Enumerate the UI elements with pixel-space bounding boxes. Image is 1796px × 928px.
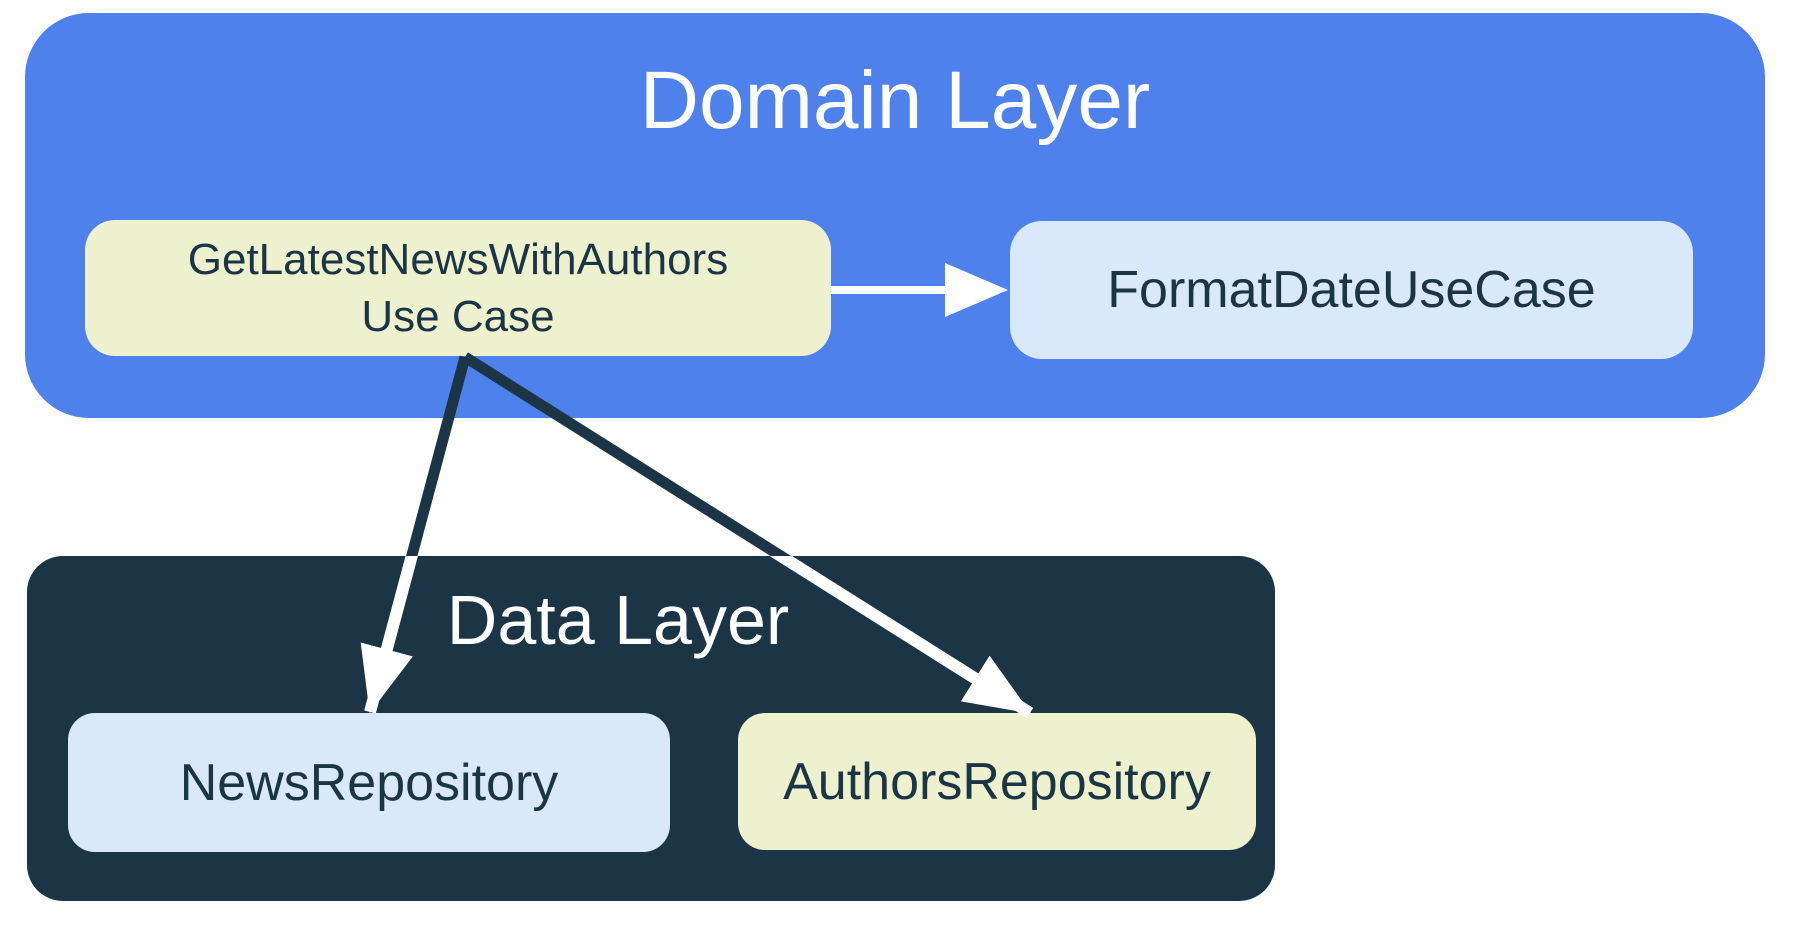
data-layer-title: Data Layer: [446, 581, 790, 659]
node-label: GetLatestNewsWithAuthors Use Case: [187, 235, 729, 341]
node-news-repository: NewsRepository: [68, 713, 670, 852]
node-label: FormatDateUseCase: [1107, 261, 1596, 319]
node-label: NewsRepository: [179, 753, 559, 812]
node-authors-repository: AuthorsRepository: [738, 713, 1256, 850]
node-get-latest-news-with-authors-use-case: GetLatestNewsWithAuthors Use Case: [85, 220, 831, 356]
node-format-date-use-case: FormatDateUseCase: [1010, 221, 1693, 359]
domain-layer-title: Domain Layer: [639, 55, 1151, 146]
node-label: AuthorsRepository: [783, 752, 1211, 811]
